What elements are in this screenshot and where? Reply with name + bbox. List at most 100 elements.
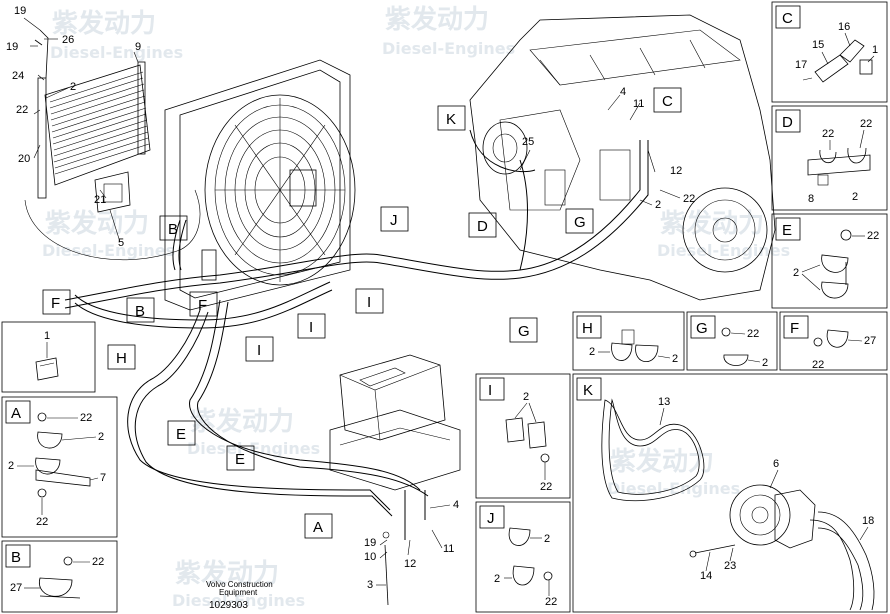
svg-text:22: 22 [540, 481, 552, 493]
svg-text:22: 22 [747, 328, 759, 340]
footer-drawing-number: 1029303 [209, 600, 248, 611]
svg-text:22: 22 [822, 128, 834, 140]
svg-text:C: C [782, 10, 793, 27]
svg-text:E: E [176, 426, 186, 443]
marker-C-main[interactable]: C [653, 87, 682, 113]
svg-text:7: 7 [100, 472, 106, 484]
marker-G-main[interactable]: G [565, 208, 594, 234]
callout: 10 [364, 551, 376, 563]
marker-I-c[interactable]: I [355, 288, 384, 314]
svg-text:6: 6 [773, 458, 779, 470]
callout: 22 [16, 104, 28, 116]
svg-text:F: F [790, 320, 799, 337]
svg-text:23: 23 [724, 560, 736, 572]
svg-text:K: K [583, 382, 593, 399]
panel-C[interactable]: C 16 15 17 1 [771, 1, 888, 103]
svg-text:2: 2 [98, 431, 104, 443]
marker-H-main[interactable]: H [107, 344, 136, 370]
marker-F-mid[interactable]: F [189, 291, 218, 317]
panel-K[interactable]: K 13 6 18 14 23 [572, 373, 888, 613]
svg-text:15: 15 [812, 39, 824, 51]
svg-text:22: 22 [812, 359, 824, 371]
watermarks: 紫发动力 Diesel-Engines 紫发动力 Diesel-Engines … [42, 4, 790, 610]
marker-I-b[interactable]: I [297, 313, 326, 339]
svg-text:14: 14 [700, 570, 712, 582]
main-callouts: 19 19 26 9 24 2 22 20 21 5 4 11 25 12 2 … [6, 5, 695, 591]
panel-B[interactable]: B 22 27 [1, 540, 118, 613]
svg-text:J: J [487, 510, 495, 527]
panel-G[interactable]: G 22 2 [686, 311, 778, 371]
svg-text:K: K [446, 111, 456, 128]
callout: 21 [94, 194, 106, 206]
footer: Volvo Construction Equipment 1029303 [206, 580, 273, 611]
svg-text:22: 22 [36, 516, 48, 528]
callout: 20 [18, 153, 30, 165]
hose-routing [64, 129, 649, 606]
watermark-cn: 紫发动力 [660, 208, 764, 239]
svg-text:A: A [11, 405, 21, 422]
callout: 26 [62, 34, 74, 46]
watermark-en: Diesel-Engines [657, 241, 790, 260]
callout: 19 [6, 41, 18, 53]
panel-J[interactable]: J 2 2 22 [475, 501, 571, 613]
callout: 4 [620, 86, 626, 98]
marker-B-lower[interactable]: B [126, 297, 155, 323]
marker-A-main[interactable]: A [304, 513, 333, 539]
radiator-fan [164, 59, 356, 311]
marker-G-lower[interactable]: G [509, 317, 538, 343]
svg-text:22: 22 [860, 118, 872, 130]
watermark-cn: 紫发动力 [45, 208, 149, 239]
callout: 25 [522, 136, 534, 148]
svg-text:22: 22 [92, 556, 104, 568]
marker-E-a[interactable]: E [167, 420, 196, 446]
svg-text:27: 27 [10, 582, 22, 594]
svg-text:E: E [782, 222, 792, 239]
panel-D[interactable]: D 22 22 8 2 [771, 105, 888, 211]
marker-K-main[interactable]: K [437, 105, 466, 131]
detail-markers: F B B F I I I J [42, 87, 682, 539]
panel-A[interactable]: A 22 2 2 7 22 [1, 396, 118, 538]
svg-text:2: 2 [793, 267, 799, 279]
svg-text:2: 2 [8, 460, 14, 472]
callout: 2 [70, 81, 76, 93]
panel-F[interactable]: F 27 22 [779, 311, 888, 371]
marker-D-main[interactable]: D [468, 212, 497, 238]
engine-block [469, 14, 776, 301]
panel-H[interactable]: H 2 2 [572, 311, 685, 371]
condenser-assembly [24, 29, 201, 261]
marker-I-a[interactable]: I [245, 336, 274, 362]
svg-text:I: I [309, 319, 313, 336]
panel-E[interactable]: E 22 2 [771, 213, 888, 309]
marker-J[interactable]: J [380, 206, 409, 232]
svg-text:D: D [477, 218, 488, 235]
svg-text:2: 2 [494, 573, 500, 585]
callout: 12 [404, 558, 416, 570]
svg-text:2: 2 [544, 533, 550, 545]
ac-unit [329, 354, 461, 491]
callout: 4 [453, 499, 459, 511]
callout: 19 [14, 5, 26, 17]
svg-text:1: 1 [872, 44, 878, 56]
svg-text:F: F [51, 295, 60, 312]
svg-text:A: A [313, 519, 323, 536]
svg-text:17: 17 [795, 59, 807, 71]
svg-text:27: 27 [864, 335, 876, 347]
svg-text:G: G [574, 214, 586, 231]
marker-F-left[interactable]: F [42, 289, 71, 315]
svg-text:1: 1 [44, 330, 50, 342]
svg-text:22: 22 [80, 412, 92, 424]
svg-text:2: 2 [762, 357, 768, 369]
marker-E-b[interactable]: E [226, 445, 255, 471]
panel-I[interactable]: I 2 22 [475, 373, 571, 499]
callout: 19 [364, 537, 376, 549]
svg-text:H: H [582, 320, 593, 337]
marker-B-upper[interactable]: B [159, 215, 188, 241]
svg-text:16: 16 [838, 21, 850, 33]
panel-part-1[interactable]: 1 [1, 321, 96, 393]
svg-text:J: J [390, 212, 398, 229]
watermark-en: Diesel-Engines [172, 591, 305, 610]
svg-text:F: F [198, 297, 207, 314]
callout: 9 [135, 41, 141, 53]
svg-text:22: 22 [545, 596, 557, 608]
